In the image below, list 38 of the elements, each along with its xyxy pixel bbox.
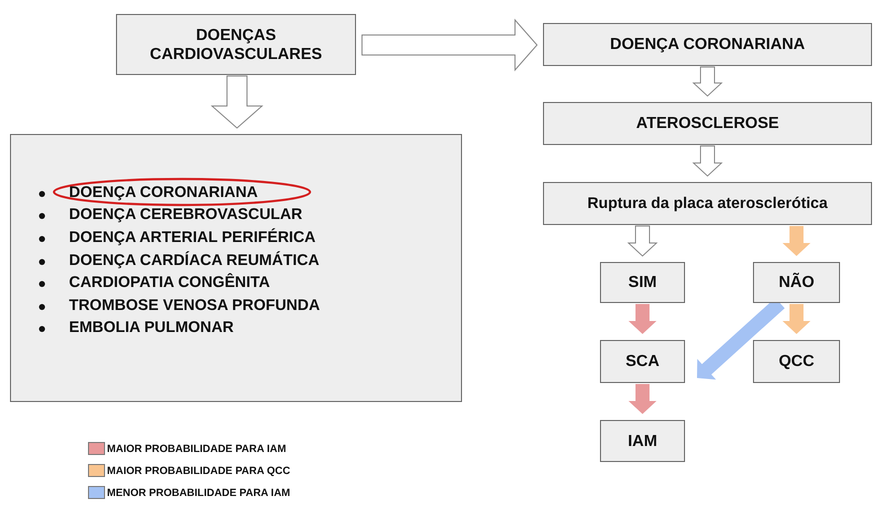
process-box xyxy=(543,102,872,145)
process-box xyxy=(543,182,872,225)
list-panel xyxy=(10,134,462,402)
block-arrow xyxy=(627,226,658,257)
outcome-box xyxy=(600,340,685,383)
outcome-box xyxy=(600,420,685,462)
box-label: NÃO xyxy=(778,273,814,292)
list-item: DOENÇA ARTERIAL PERIFÉRICA xyxy=(69,229,316,247)
outcome-box xyxy=(753,340,840,383)
block-arrow xyxy=(782,226,810,256)
list-item: CARDIOPATIA CONGÊNITA xyxy=(69,274,270,292)
list-item: DOENÇA CEREBROVASCULAR xyxy=(69,206,302,224)
block-arrow xyxy=(692,66,723,97)
box-label: QCC xyxy=(778,352,814,371)
block-arrow xyxy=(782,304,810,334)
box-label: SCA xyxy=(626,352,660,371)
block-arrow xyxy=(628,384,656,414)
legend-label: MENOR PROBABILIDADE PARA IAM xyxy=(107,486,290,498)
legend-label: MAIOR PROBABILIDADE PARA QCC xyxy=(107,464,290,476)
list-item: DOENÇA CARDÍACA REUMÁTICA xyxy=(69,252,320,270)
box-label: DOENÇA CORONARIANA xyxy=(610,35,805,54)
block-arrow xyxy=(210,76,264,129)
list-item: EMBOLIA PULMONAR xyxy=(69,319,234,337)
box-label: DOENÇAS CARDIOVASCULARES xyxy=(148,26,324,64)
decision-box xyxy=(600,262,685,303)
block-arrow xyxy=(362,18,538,72)
block-arrow xyxy=(692,146,723,177)
box-label: Ruptura da placa aterosclerótica xyxy=(587,194,828,213)
process-box xyxy=(543,23,872,66)
box-label: IAM xyxy=(628,432,658,450)
legend-label: MAIOR PROBABILIDADE PARA IAM xyxy=(107,442,286,454)
list-item: TROMBOSE VENOSA PROFUNDA xyxy=(69,297,320,315)
box-label: ATEROSCLEROSE xyxy=(636,114,779,133)
category-box xyxy=(116,14,356,75)
decision-box xyxy=(753,262,840,303)
list-item: DOENÇA CORONARIANA xyxy=(69,184,258,202)
box-label: SIM xyxy=(628,273,657,292)
block-arrow xyxy=(628,304,656,334)
